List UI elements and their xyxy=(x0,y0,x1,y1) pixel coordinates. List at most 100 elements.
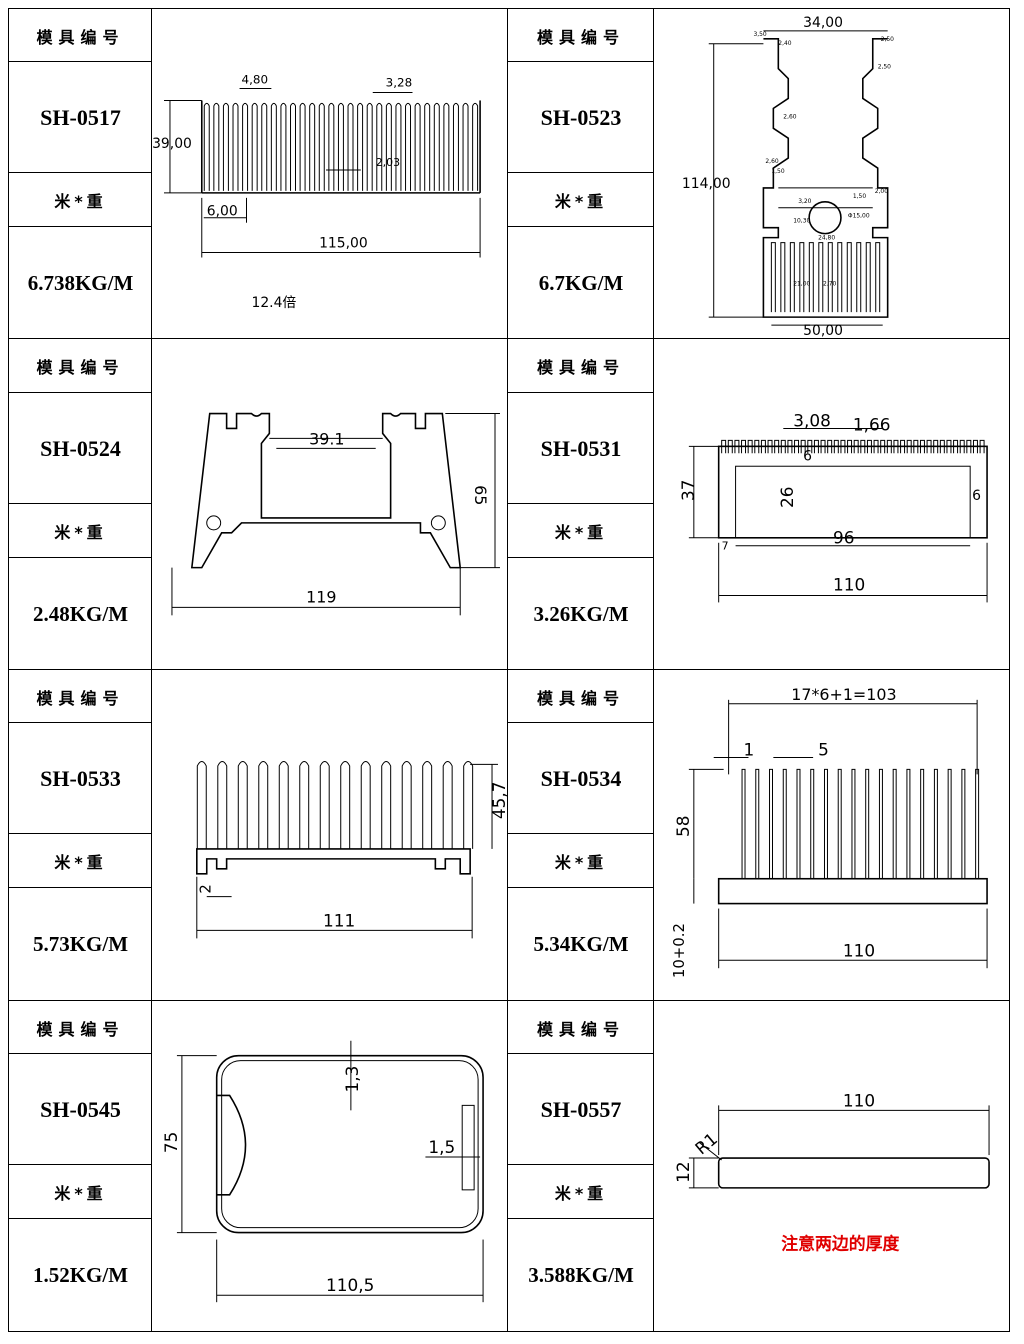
mold-no-header: 模具编号 xyxy=(8,8,153,63)
heatsink-fin xyxy=(920,768,925,879)
heatsink-fin xyxy=(827,242,833,313)
dim-height: 65 xyxy=(471,485,490,505)
heatsink-fin xyxy=(270,102,277,191)
heatsink-fin xyxy=(442,760,453,849)
heatsink-fin xyxy=(318,102,325,191)
heatsink-fin xyxy=(865,768,870,879)
heatsink-fin xyxy=(357,102,364,191)
weight-label: 米*重 xyxy=(54,192,107,211)
mold-no-label: 模具编号 xyxy=(36,688,125,708)
product-code: SH-0531 xyxy=(507,392,655,505)
heatsink-fin xyxy=(799,242,805,313)
dim-s9: 10,30 xyxy=(793,218,810,225)
thickness-note: 注意两边的厚度 xyxy=(781,1233,899,1253)
heatsink-fin xyxy=(347,102,354,191)
heatsink-fin xyxy=(741,768,746,879)
sh-0523-svg: 34,00 114,00 50,00 3,50 2,50 2,40 2,50 2… xyxy=(682,15,894,339)
weight-label: 米*重 xyxy=(54,1184,107,1203)
heatsink-fin xyxy=(741,439,747,454)
heatsink-fin xyxy=(946,439,952,454)
heatsink-fin xyxy=(774,439,780,454)
sh-0533-svg: 45,7 2 111 xyxy=(196,760,508,939)
dim-s11: 24,80 xyxy=(818,235,835,242)
heatsink-fin xyxy=(299,760,310,849)
heatsink-fin xyxy=(340,760,351,849)
dim-width: 119 xyxy=(306,587,336,606)
heatsink-fin xyxy=(261,102,268,191)
heatsink-fin xyxy=(280,102,287,191)
dim-inner-w: 96 xyxy=(833,528,854,548)
weight-label: 米*重 xyxy=(54,853,107,872)
heatsink-fin xyxy=(846,242,852,313)
heatsink-fin xyxy=(328,102,335,191)
heatsink-fin xyxy=(754,439,760,454)
profile-drawing-sh-0531: 3,08 1,66 6 37 26 6 7 96 110 xyxy=(653,338,1010,671)
product-code-text: SH-0524 xyxy=(40,435,121,461)
heatsink-fin xyxy=(787,439,793,454)
product-code-text: SH-0557 xyxy=(540,1096,622,1122)
dim-fin-width: 4,80 xyxy=(242,73,269,87)
heatsink-fin xyxy=(472,102,479,191)
heatsink-fin xyxy=(462,102,469,191)
heatsink-fin xyxy=(463,760,474,849)
heatsink-fin xyxy=(818,242,824,313)
product-weight: 6.7KG/M xyxy=(507,226,655,340)
mold-no-header: 模具编号 xyxy=(507,8,655,63)
weight-label: 米*重 xyxy=(54,523,107,542)
heatsink-fin xyxy=(385,102,392,191)
weight-header: 米*重 xyxy=(507,833,655,889)
mold-no-label: 模具编号 xyxy=(36,27,125,47)
heatsink-fin xyxy=(242,102,249,191)
weight-label: 米*重 xyxy=(554,853,608,872)
product-code-text: SH-0533 xyxy=(40,765,121,791)
heatsink-fin xyxy=(851,768,856,879)
dim-height: 12 xyxy=(673,1161,693,1182)
mold-no-header: 模具编号 xyxy=(8,1000,153,1055)
heatsink-fin xyxy=(376,102,383,191)
heatsink-fin xyxy=(780,242,786,313)
product-weight-text: 3.588KG/M xyxy=(528,1262,634,1287)
weight-label: 米*重 xyxy=(554,1184,608,1203)
profile-drawing-sh-0534: 17*6+1=103 1 5 58 10+0.2 110 xyxy=(653,669,1010,1002)
dim-gap: 1,66 xyxy=(853,414,891,434)
heatsink-fin xyxy=(913,439,919,454)
product-code: SH-0533 xyxy=(8,722,153,835)
heatsink-fin xyxy=(933,439,939,454)
product-code: SH-0524 xyxy=(8,392,153,505)
heatsink-fin xyxy=(860,439,866,454)
heatsink-fin xyxy=(780,439,786,454)
heatsink-fin xyxy=(810,768,815,879)
product-weight: 1.52KG/M xyxy=(8,1218,153,1332)
heatsink-fin xyxy=(933,768,938,879)
heatsink-fin xyxy=(975,768,980,879)
mold-no-label: 模具编号 xyxy=(36,1019,125,1039)
product-code-text: SH-0531 xyxy=(540,435,622,461)
dim-s14: 21,00 xyxy=(793,280,810,287)
dim-side: 6 xyxy=(972,488,981,504)
sh-0557-svg: 110 R1 12 注意两边的厚度 xyxy=(673,1090,990,1253)
product-weight-text: 3.26KG/M xyxy=(533,601,629,626)
product-weight: 3.26KG/M xyxy=(507,557,655,671)
heatsink-fin xyxy=(360,760,371,849)
product-code: SH-0557 xyxy=(507,1053,655,1166)
catalog-table: 模具编号 SH-0517 米*重 6.738KG/M 4,80 3,28 2,0… xyxy=(8,8,1010,1332)
product-code: SH-0523 xyxy=(507,61,655,174)
dim-height: 114,00 xyxy=(682,176,731,192)
heatsink-fin xyxy=(875,242,881,313)
heatsink-fin xyxy=(959,439,965,454)
weight-label: 米*重 xyxy=(554,523,608,542)
dim-gap: 3,28 xyxy=(386,76,413,90)
heatsink-fin xyxy=(337,102,344,191)
mold-no-label: 模具编号 xyxy=(536,1019,625,1039)
heatsink-fin xyxy=(837,768,842,879)
weight-header: 米*重 xyxy=(8,833,153,889)
heatsink-fin xyxy=(947,768,952,879)
weight-header: 米*重 xyxy=(507,1164,655,1220)
product-weight-text: 6.738KG/M xyxy=(27,270,134,295)
mold-no-header: 模具编号 xyxy=(507,1000,655,1055)
product-code-text: SH-0523 xyxy=(540,104,622,130)
heatsink-fin xyxy=(443,102,450,191)
dim-s10: Φ15,00 xyxy=(848,213,870,220)
heatsink-fin xyxy=(837,242,843,313)
dim-width: 110 xyxy=(833,574,865,594)
